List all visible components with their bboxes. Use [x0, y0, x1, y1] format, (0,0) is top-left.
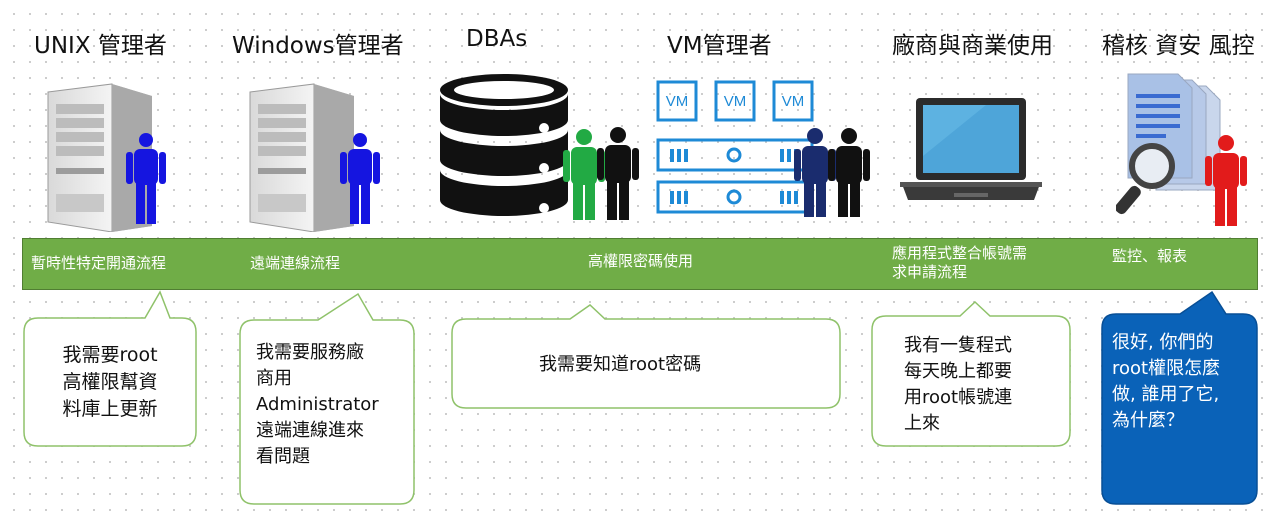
bubble-line: 上來 — [904, 413, 940, 434]
bubble-line: 我有一隻程式 — [904, 335, 1012, 356]
database-icon — [440, 74, 639, 220]
speech-bubble-auditor — [1101, 290, 1258, 505]
unix-admin-person-icon — [126, 133, 166, 224]
bubble-line: 做, 誰用了它, — [1112, 384, 1220, 405]
speech-bubble-text-vendor: 我有一隻程式 每天晚上都要 用root帳號連 上來 — [904, 333, 1066, 437]
audit-documents-icon — [1116, 73, 1247, 226]
bubble-line: 每天晚上都要 — [904, 361, 1012, 382]
bubble-line: 我需要服務廠 — [256, 342, 364, 363]
speech-bubble-windows — [239, 292, 415, 505]
process-label-temporary-access: 暫時性特定開通流程 — [31, 254, 167, 272]
bubble-line: 我需要知道root密碼 — [539, 354, 702, 375]
vm-server-icon: VM VM VM — [656, 80, 870, 217]
bubble-line: 遠端連線進來 — [256, 420, 364, 441]
windows-server-icon — [249, 83, 380, 232]
bubble-line: root權限怎麼 — [1112, 358, 1221, 379]
bubble-line: 看問題 — [256, 446, 310, 467]
speech-bubble-unix — [23, 290, 197, 447]
process-label-monitoring: 監控、報表 — [1112, 247, 1188, 265]
bubble-line: 用root帳號連 — [904, 387, 1013, 408]
bubble-line: 為什麼？ — [1112, 410, 1184, 431]
process-band — [22, 238, 1258, 290]
speech-bubble-text-unix: 我需要root 高權限幫資 料庫上更新 — [34, 342, 186, 423]
speech-bubble-vendor — [871, 300, 1071, 447]
vm-admin-person-icon — [828, 128, 870, 217]
role-title-vendor: 廠商與商業使用 — [892, 33, 1053, 59]
speech-bubble-dba — [451, 304, 841, 409]
bubble-line: 高權限幫資 — [62, 371, 158, 393]
bubble-line: 我需要root — [62, 344, 158, 366]
laptop-icon — [900, 98, 1042, 200]
bubble-line: 商用 — [256, 368, 292, 389]
role-title-vm: VM管理者 — [667, 33, 772, 59]
vm-label: VM — [782, 93, 805, 110]
dba-person-icon — [597, 127, 639, 220]
auditor-person-icon — [1205, 135, 1247, 226]
speech-bubble-text-dba: 我需要知道root密碼 — [539, 351, 799, 378]
process-label-remote-connection: 遠端連線流程 — [250, 254, 341, 272]
bubble-line: 很好, 你們的 — [1112, 332, 1214, 353]
bubble-line: Administrator — [256, 394, 379, 415]
role-title-windows: Windows管理者 — [232, 33, 404, 59]
vm-label: VM — [666, 93, 689, 110]
role-title-audit: 稽核 資安 風控 — [1102, 33, 1255, 59]
unix-server-icon — [47, 83, 166, 232]
process-label-line: 應用程式整合帳號需 — [892, 244, 1028, 262]
speech-bubble-text-auditor: 很好, 你們的 root權限怎麼 做, 誰用了它, 為什麼？ — [1112, 330, 1254, 434]
windows-admin-person-icon — [340, 133, 380, 224]
role-title-dba: DBAs — [466, 26, 528, 52]
bubble-line: 料庫上更新 — [62, 398, 158, 420]
process-label-line: 求申請流程 — [892, 263, 968, 281]
process-label-privileged-password: 高權限密碼使用 — [588, 252, 694, 270]
role-title-unix: UNIX 管理者 — [34, 33, 167, 59]
vm-label: VM — [724, 93, 747, 110]
process-label-app-account: 應用程式整合帳號需 求申請流程 — [892, 244, 1027, 282]
speech-bubble-text-windows: 我需要服務廠 商用 Administrator 遠端連線進來 看問題 — [256, 340, 412, 470]
